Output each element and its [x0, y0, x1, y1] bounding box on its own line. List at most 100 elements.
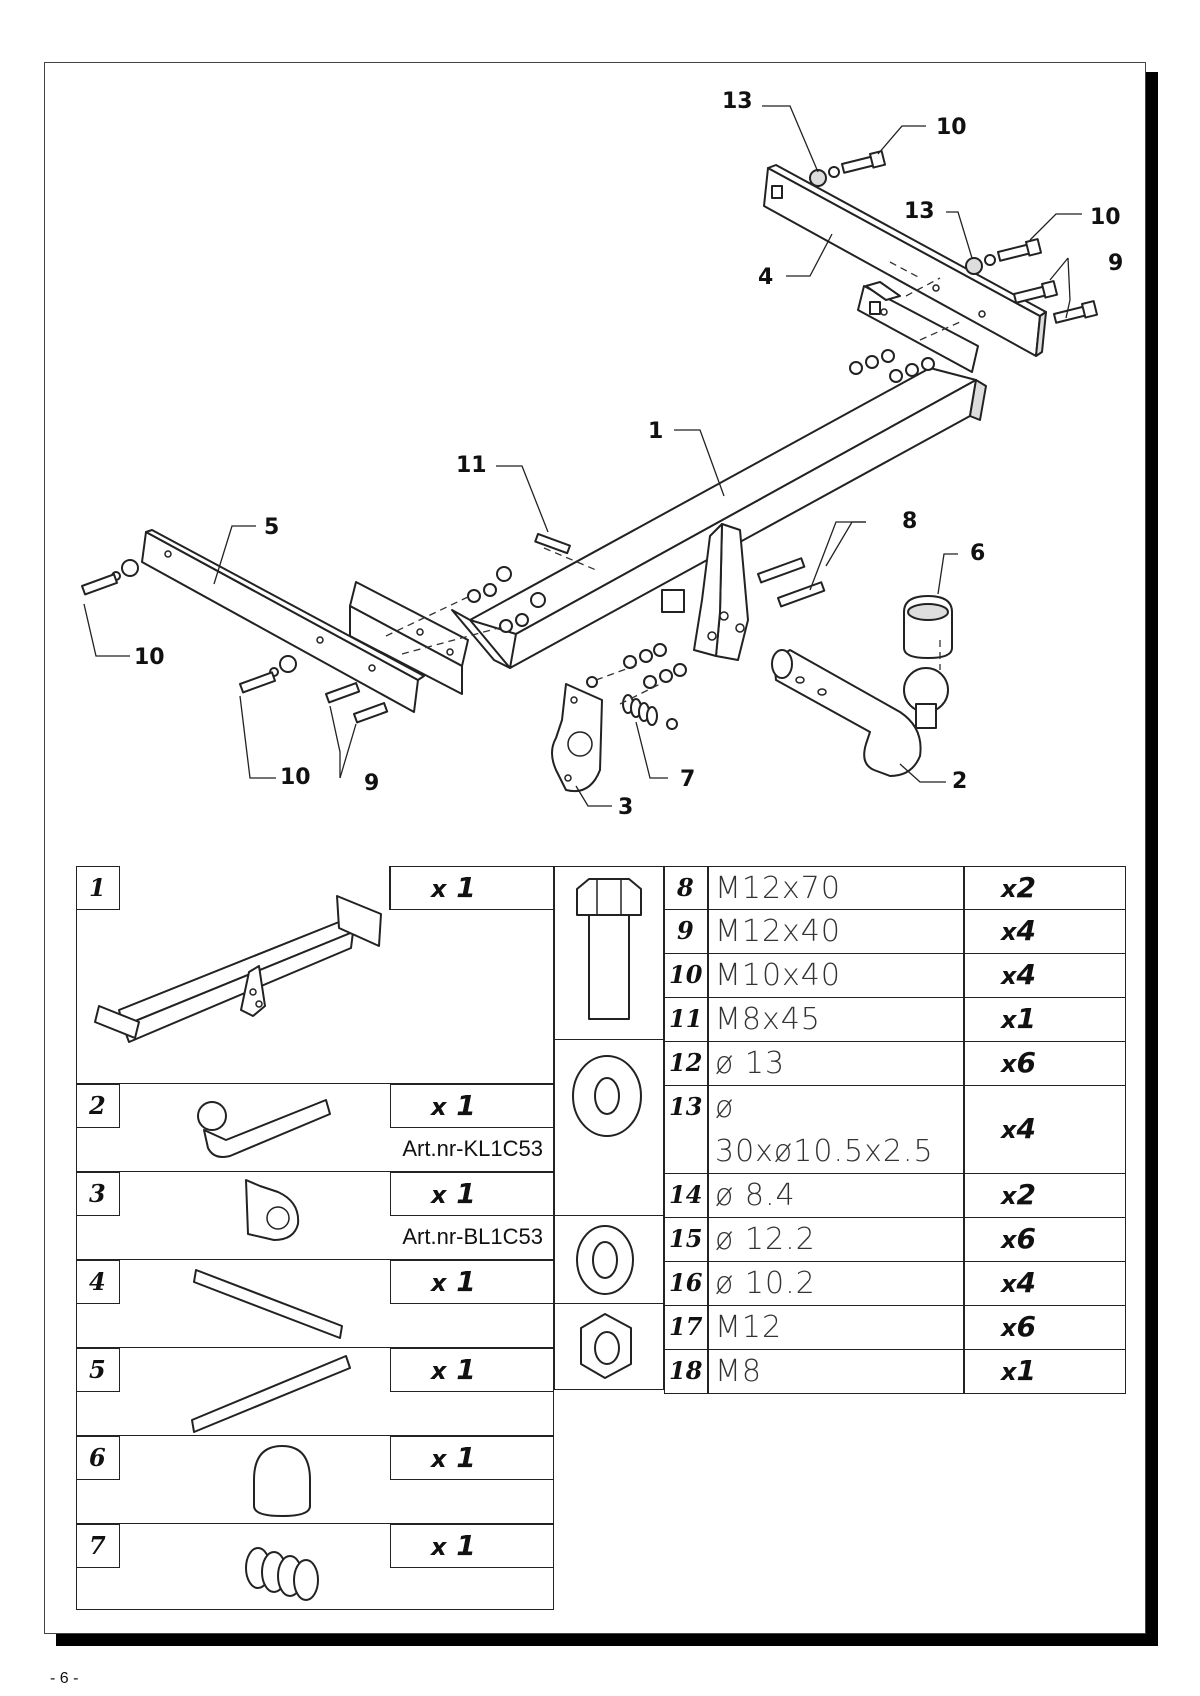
spec-text: ø 8.4 — [715, 1178, 796, 1213]
part-number-cell: 14 — [664, 1174, 708, 1218]
part-number: 12 — [669, 1048, 703, 1077]
quantity-cell: x 1 — [390, 1436, 554, 1480]
hex-nut-icon — [580, 1313, 632, 1379]
ball-cap-icon — [253, 1445, 311, 1517]
qty-x: x — [431, 1445, 447, 1473]
quantity-cell: x 1 — [390, 1084, 554, 1128]
callout-10-right: 10 — [1090, 205, 1121, 230]
qty-value: 4 — [1016, 958, 1036, 991]
qty-x: x — [1001, 1358, 1017, 1386]
spring-drawing — [622, 694, 658, 726]
qty-x: x — [1001, 918, 1017, 946]
part-number: 8 — [677, 873, 694, 902]
part-number: 15 — [669, 1224, 703, 1253]
quantity-cell: x 1 — [390, 1260, 554, 1304]
callout-5: 5 — [264, 515, 279, 540]
spec-cell: M8x45 — [708, 998, 964, 1042]
quantity-cell: x 1 — [390, 866, 554, 910]
bracket-plate-icon — [193, 1269, 343, 1339]
qty-x: x — [1001, 875, 1017, 903]
spec-cell: M12x70 — [708, 866, 964, 910]
fasteners-drawing — [81, 150, 1099, 730]
qty-value: 1 — [1016, 1354, 1036, 1387]
qty-value: 1 — [456, 1177, 476, 1210]
exploded-assembly-diagram: 13 10 13 10 9 4 1 11 8 6 5 10 10 9 7 3 2 — [81, 89, 1123, 820]
qty-value: 1 — [456, 1441, 476, 1474]
part-number-cell: 6 — [76, 1436, 120, 1480]
quantity-cell: x6 — [964, 1306, 1126, 1350]
part-number-cell: 17 — [664, 1306, 708, 1350]
part-number-cell: 11 — [664, 998, 708, 1042]
quantity-cell: x1 — [964, 998, 1126, 1042]
callout-13-top: 13 — [722, 89, 753, 114]
qty-value: 6 — [1016, 1222, 1036, 1255]
callout-10-bottom: 10 — [280, 765, 311, 790]
callout-10-top: 10 — [936, 115, 967, 140]
article-number: Art.nr-BL1C53 — [402, 1224, 543, 1249]
spec-cell: ø 13 — [708, 1042, 964, 1086]
part-number-cell: 3 — [76, 1172, 120, 1216]
spec-cell: M12x40 — [708, 910, 964, 954]
qty-x: x — [1001, 1006, 1017, 1034]
spec-text: ø 12.2 — [715, 1222, 816, 1257]
socket-plate-drawing — [551, 683, 603, 792]
bracket-5-drawing — [141, 529, 425, 713]
flat-washer-icon — [572, 1055, 642, 1137]
qty-x: x — [1001, 1050, 1017, 1078]
qty-x: x — [1001, 1116, 1017, 1144]
spec-text: M12x40 — [715, 914, 841, 949]
part-number: 11 — [669, 1004, 703, 1033]
part-number: 16 — [669, 1268, 703, 1297]
quantity-cell: x 1 — [390, 1172, 554, 1216]
qty-value: 2 — [1016, 871, 1036, 904]
callout-10-left: 10 — [134, 645, 165, 670]
part-number-cell: 13 — [664, 1086, 708, 1174]
callout-9-right: 9 — [1108, 251, 1123, 276]
side-plate-right — [857, 281, 979, 373]
callout-9-bottom: 9 — [364, 771, 379, 796]
image-cell — [554, 1304, 664, 1390]
callout-1: 1 — [648, 419, 663, 444]
part-number: 9 — [677, 916, 694, 945]
part-number-cell: 18 — [664, 1350, 708, 1394]
quantity-cell: x2 — [964, 866, 1126, 910]
spec-text: ø 13 — [715, 1046, 786, 1081]
part-number-cell: 12 — [664, 1042, 708, 1086]
callout-8: 8 — [902, 509, 917, 534]
ball-cap-drawing — [903, 595, 953, 659]
quantity-cell: x6 — [964, 1042, 1126, 1086]
main-beam-drawing — [451, 367, 987, 669]
qty-value: 1 — [456, 871, 476, 904]
callout-13-mid: 13 — [904, 199, 935, 224]
blank-cell — [76, 1392, 554, 1436]
qty-x: x — [431, 875, 447, 903]
qty-x: x — [1001, 1182, 1017, 1210]
tow-ball-drawing — [771, 649, 949, 777]
spec-cell: ø 10.2 — [708, 1262, 964, 1306]
quantity-cell: x1 — [964, 1350, 1126, 1394]
quantity-cell: x4 — [964, 1262, 1126, 1306]
spec-cell: ø 12.2 — [708, 1218, 964, 1262]
image-cell — [554, 866, 664, 1040]
tow-bracket-drawing — [661, 523, 749, 661]
spec-cell: M12 — [708, 1306, 964, 1350]
part-number-cell: 1 — [76, 866, 120, 910]
qty-x: x — [431, 1181, 447, 1209]
part-number: 13 — [669, 1092, 703, 1121]
quantity-cell: x 1 — [390, 1524, 554, 1568]
image-cell — [76, 895, 554, 1084]
qty-x: x — [431, 1357, 447, 1385]
side-plate-left — [349, 581, 469, 695]
callout-7: 7 — [680, 767, 695, 792]
part-number: 10 — [669, 960, 703, 989]
part-number: 17 — [669, 1312, 703, 1341]
qty-x: x — [1001, 1314, 1017, 1342]
spring-icon — [245, 1547, 319, 1601]
qty-value: 1 — [456, 1265, 476, 1298]
bracket-4-drawing — [763, 164, 1047, 357]
qty-value: 1 — [1016, 1002, 1036, 1035]
article-cell: Art.nr-BL1C53 — [76, 1216, 554, 1260]
towbar-frame-icon — [94, 895, 382, 1043]
callout-4: 4 — [758, 265, 773, 290]
callout-3: 3 — [618, 795, 633, 820]
